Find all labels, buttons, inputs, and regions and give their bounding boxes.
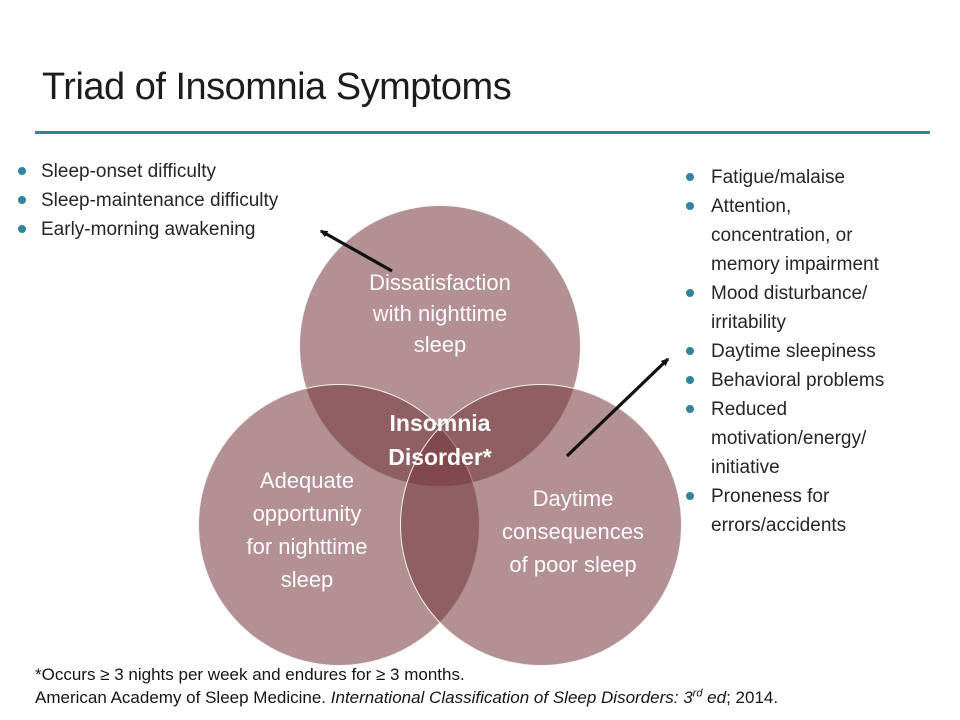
bullet-icon (686, 289, 694, 297)
daytime-symptoms-list: Fatigue/malaise Attention, concentration… (686, 163, 946, 540)
list-item: Attention, concentration, or memory impa… (686, 192, 946, 279)
list-item: Proneness for errors/accidents (686, 482, 946, 540)
title-underline-rule (35, 131, 930, 134)
citation-line: American Academy of Sleep Medicine. Inte… (35, 686, 778, 709)
citation-superscript: rd (692, 687, 703, 700)
footnote-occurrence: *Occurs ≥ 3 nights per week and endures … (35, 665, 465, 684)
venn-label-dissatisfaction: Dissatisfaction with nighttime sleep (369, 270, 511, 357)
bullet-icon (686, 347, 694, 355)
bullet-icon (18, 225, 26, 233)
list-item-label: Reduced motivation/energy/ initiative (711, 399, 867, 478)
venn-label-daytime-consequences: Daytime consequences of poor sleep (502, 486, 644, 577)
list-item: Mood disturbance/ irritability (686, 279, 946, 337)
venn-label-adequate-opportunity: Adequate opportunity for nighttime sleep (246, 468, 368, 592)
nighttime-symptoms-list: Sleep-onset difficulty Sleep-maintenance… (18, 157, 278, 244)
list-item: Behavioral problems (686, 366, 946, 395)
page-title: Triad of Insomnia Symptoms (42, 66, 512, 108)
list-item-label: Proneness for errors/accidents (711, 486, 847, 536)
bullet-icon (686, 405, 694, 413)
citation-year: ; 2014. (726, 688, 779, 707)
citation-title-italic: International Classification of Sleep Di… (330, 688, 693, 707)
list-item-label: Sleep-onset difficulty (41, 161, 216, 182)
list-item-label: Mood disturbance/ irritability (711, 283, 868, 333)
list-item: Fatigue/malaise (686, 163, 946, 192)
bullet-icon (18, 167, 26, 175)
list-item: Early-morning awakening (18, 215, 278, 244)
footnote-block: *Occurs ≥ 3 nights per week and endures … (35, 663, 778, 709)
list-item-label: Daytime sleepiness (711, 341, 876, 362)
list-item: Reduced motivation/energy/ initiative (686, 395, 946, 482)
bullet-icon (18, 196, 26, 204)
list-item-label: Attention, concentration, or memory impa… (711, 196, 879, 275)
list-item-label: Behavioral problems (711, 370, 885, 391)
list-item-label: Sleep-maintenance difficulty (41, 190, 279, 211)
venn-center-label-insomnia-disorder: Insomnia Disorder* (388, 410, 492, 470)
list-item: Sleep-maintenance difficulty (18, 186, 278, 215)
bullet-icon (686, 202, 694, 210)
list-item: Sleep-onset difficulty (18, 157, 278, 186)
bullet-icon (686, 376, 694, 384)
bullet-icon (686, 492, 694, 500)
list-item: Daytime sleepiness (686, 337, 946, 366)
citation-prefix: American Academy of Sleep Medicine. (35, 688, 331, 707)
citation-edition-italic: ed (702, 688, 727, 707)
list-item-label: Fatigue/malaise (711, 167, 846, 188)
list-item-label: Early-morning awakening (41, 219, 256, 240)
bullet-icon (686, 173, 694, 181)
